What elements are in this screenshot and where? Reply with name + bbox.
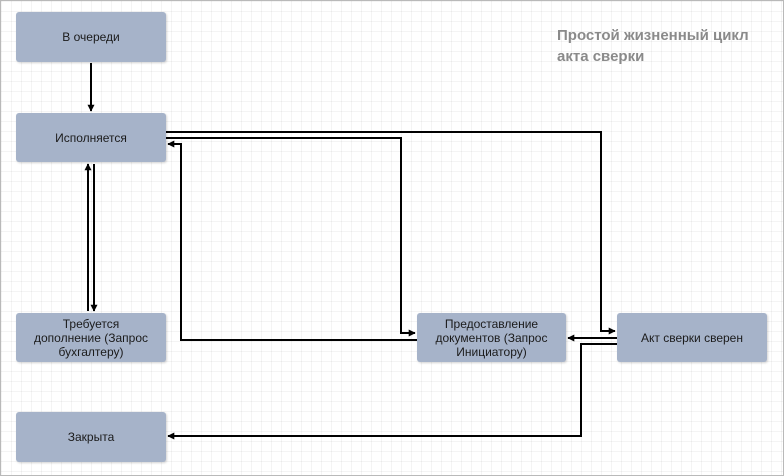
diagram-title: Простой жизненный цикл акта сверки [557,27,749,65]
edge-in-progress-to-reconciled [166,131,616,335]
node-needs-info[interactable]: Требуется дополнение (Запрос бухгалтеру) [16,313,166,362]
node-reconciled[interactable]: Акт сверки сверен [617,313,767,362]
edge-docs-to-in-progress [167,140,417,341]
edge-reconciled-to-closed [167,343,617,440]
node-in-progress[interactable]: Исполняется [16,113,166,162]
edge-in-progress-to-docs [166,137,416,337]
node-queued[interactable]: В очереди [16,12,166,62]
node-closed[interactable]: Закрыта [16,412,166,462]
node-docs[interactable]: Предоставление документов (Запрос Инициа… [417,313,566,362]
